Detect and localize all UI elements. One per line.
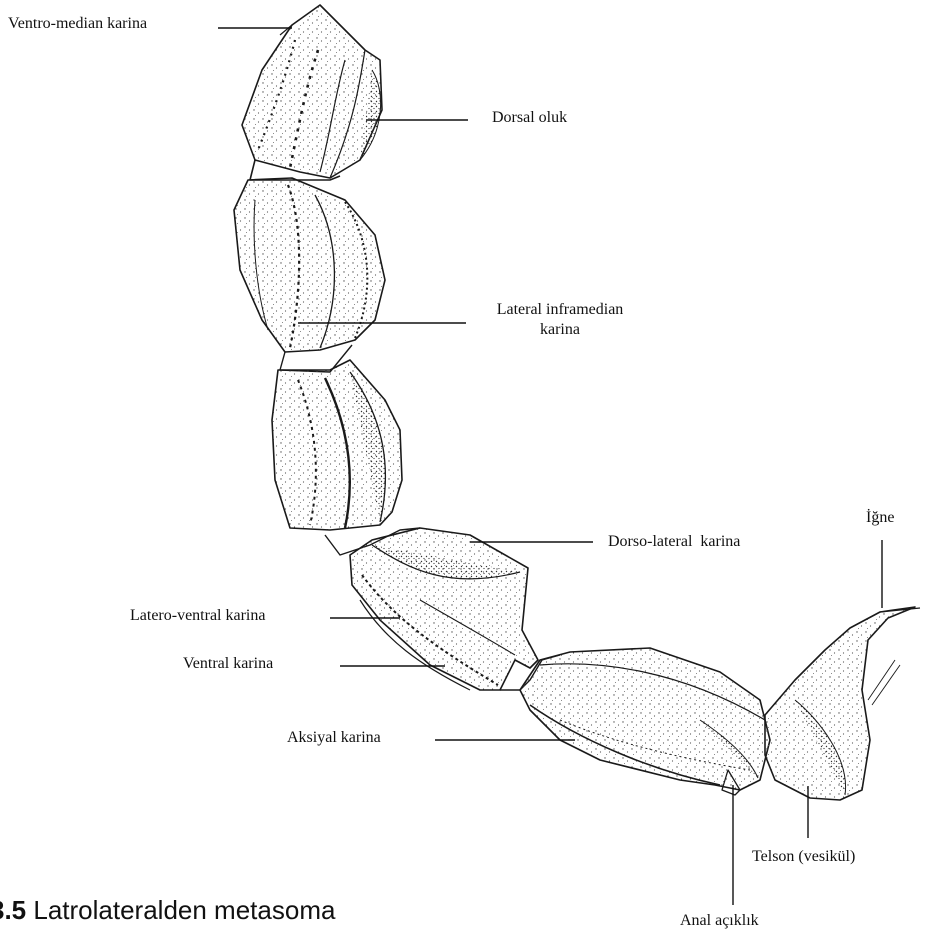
metasomal-segment-3 bbox=[272, 360, 402, 530]
label-latero-ventral-karina: Latero-ventral karina bbox=[130, 606, 265, 626]
label-anal-aciklik: Anal açıklık bbox=[680, 911, 759, 931]
metasomal-segment-2 bbox=[234, 178, 385, 352]
metasomal-segment-5 bbox=[520, 648, 770, 790]
label-dorsal-oluk: Dorsal oluk bbox=[492, 108, 567, 128]
metasomal-segment-1 bbox=[242, 5, 382, 178]
label-lateral-inframedian-karina: Lateral inframedian karina bbox=[480, 300, 640, 340]
label-lateral-inframedian-line2: karina bbox=[480, 320, 640, 340]
figure-caption: 3.5 Latrolateralden metasoma bbox=[0, 895, 335, 926]
label-ventral-karina: Ventral karina bbox=[183, 654, 273, 674]
label-lateral-inframedian-line1: Lateral inframedian bbox=[480, 300, 640, 320]
label-aksiyal-karina: Aksiyal karina bbox=[287, 728, 381, 748]
telson bbox=[765, 607, 920, 800]
figure-number: 3.5 bbox=[0, 895, 26, 925]
figure-caption-text: Latrolateralden metasoma bbox=[26, 895, 335, 925]
label-telson-vesikul: Telson (vesikül) bbox=[752, 847, 855, 867]
label-igne: İğne bbox=[866, 508, 894, 528]
label-ventro-median-karina: Ventro-median karina bbox=[8, 14, 147, 34]
label-dorso-lateral-karina: Dorso-lateral karina bbox=[608, 532, 740, 552]
